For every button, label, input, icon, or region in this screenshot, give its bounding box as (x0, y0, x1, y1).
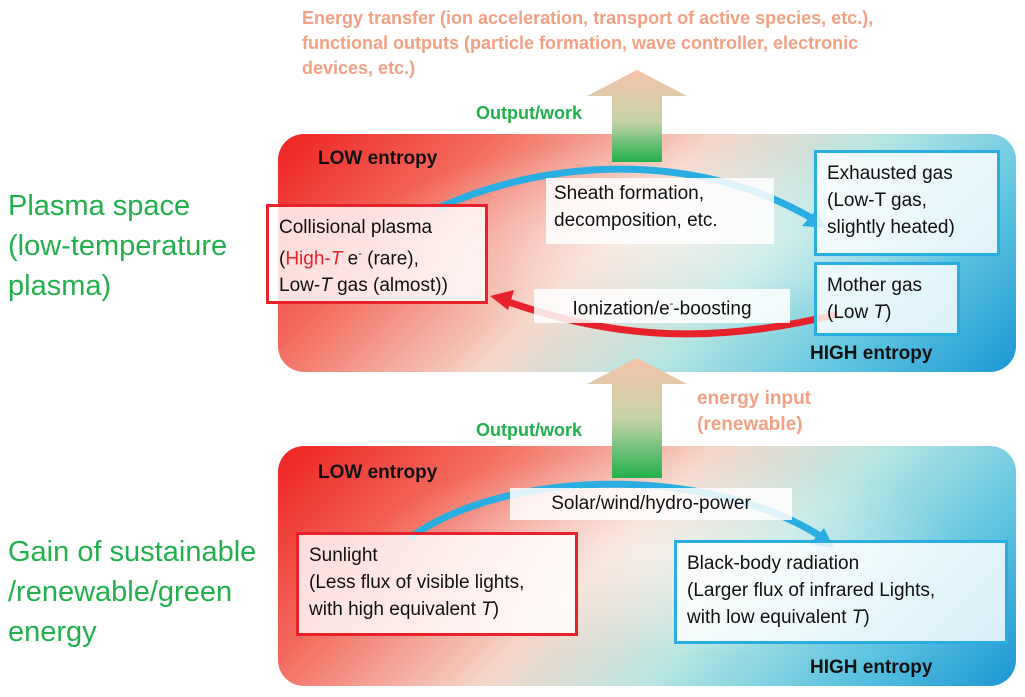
output-arrow-bottom (587, 358, 687, 478)
top-description-line3: devices, etc.) (302, 58, 416, 78)
plasma-space-label: Plasma space (low-temperature plasma) (8, 190, 228, 302)
solar-wind-hydro-label: Solar/wind/hydro-power (510, 488, 792, 520)
output-work-bottom-label: Output/work (476, 420, 582, 440)
collisional-plasma-box: Collisional plasma (High-T e- (rare), Lo… (266, 204, 488, 304)
exhausted-gas-box: Exhausted gas (Low-T gas, slightly heate… (814, 150, 1000, 256)
output-work-top-label: Output/work (476, 103, 582, 123)
energy-low-entropy: LOW entropy (318, 462, 438, 483)
black-body-box: Black-body radiation (Larger flux of inf… (674, 540, 1008, 644)
sheath-formation-label: Sheath formation, decomposition, etc. (546, 178, 774, 244)
plasma-high-entropy: HIGH entropy (810, 343, 933, 364)
top-description-line1: Energy transfer (ion acceleration, trans… (302, 8, 874, 28)
top-description: Energy transfer (ion acceleration, trans… (302, 6, 1022, 81)
output-arrow-top (587, 70, 687, 162)
energy-input-label: energy input (renewable) (697, 388, 812, 435)
sunlight-box: Sunlight (Less flux of visible lights, w… (296, 532, 578, 636)
gain-energy-label: Gain of sustainable /renewable/green ene… (8, 536, 257, 648)
mother-gas-box: Mother gas (Low T) (814, 262, 960, 336)
energy-high-entropy: HIGH entropy (810, 657, 933, 678)
top-description-line2: functional outputs (particle formation, … (302, 33, 859, 53)
ionization-label: Ionization/e--boosting (534, 289, 790, 323)
plasma-low-entropy: LOW entropy (318, 148, 438, 169)
